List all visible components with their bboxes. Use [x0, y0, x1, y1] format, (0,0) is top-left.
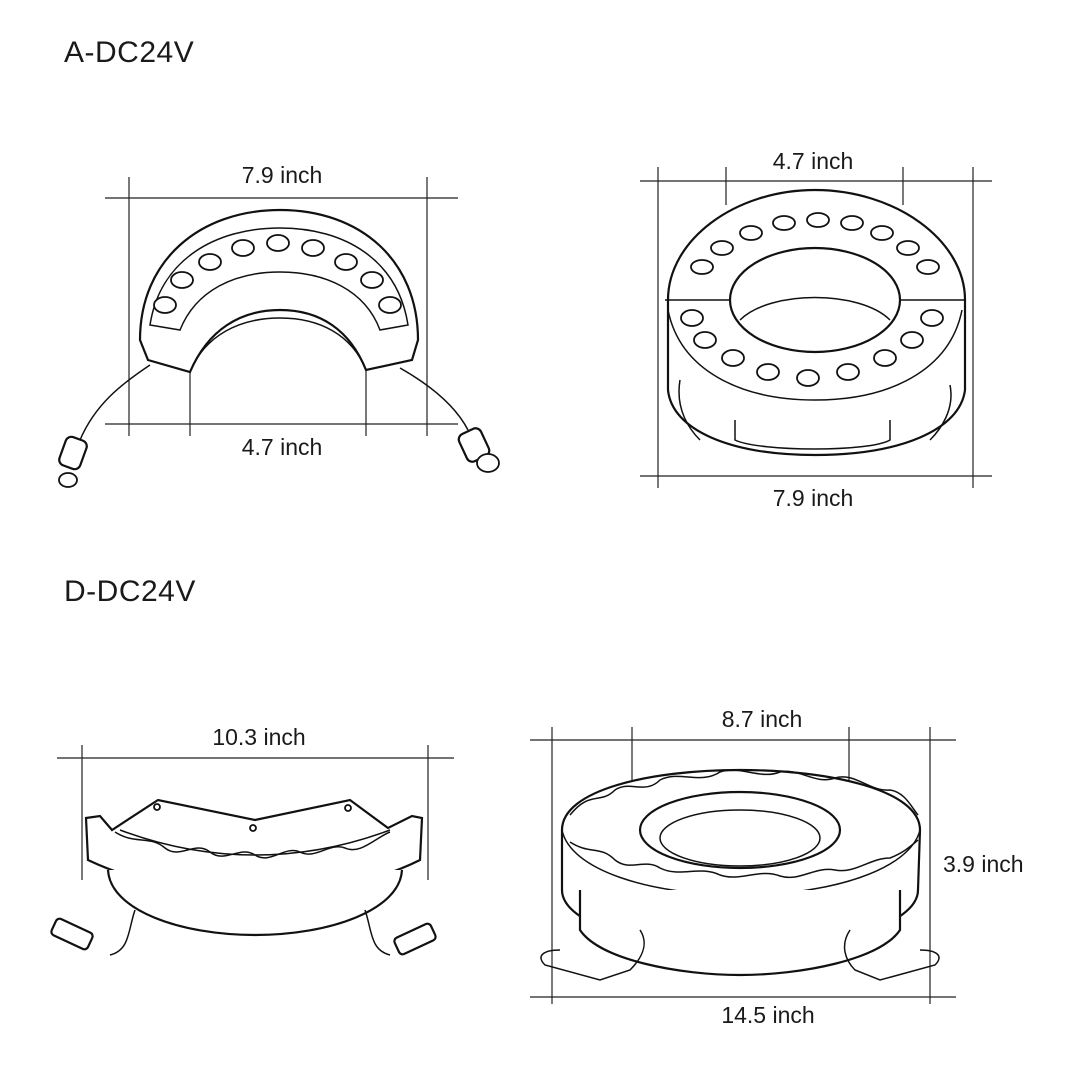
section-title-d: D-DC24V — [64, 575, 196, 608]
a-full-inner-width-label: 4.7 inch — [772, 148, 854, 174]
led-holes — [680, 212, 944, 387]
d-half-ring-drawing — [50, 745, 454, 956]
a-half-inner-width-label: 4.7 inch — [241, 434, 323, 460]
a-half-ring-drawing — [58, 177, 500, 488]
section-title-a: A-DC24V — [64, 36, 195, 69]
d-full-ring-drawing — [530, 727, 956, 1004]
a-half-outer-width-label: 7.9 inch — [241, 162, 323, 188]
a-full-ring-drawing — [640, 167, 992, 488]
d-full-outer-width-label: 14.5 inch — [721, 1002, 815, 1028]
d-full-inner-width-label: 8.7 inch — [721, 706, 803, 732]
a-full-outer-width-label: 7.9 inch — [772, 485, 854, 511]
d-full-height-label: 3.9 inch — [943, 851, 1024, 877]
d-half-outer-width-label: 10.3 inch — [212, 724, 306, 750]
led-holes — [153, 234, 402, 314]
